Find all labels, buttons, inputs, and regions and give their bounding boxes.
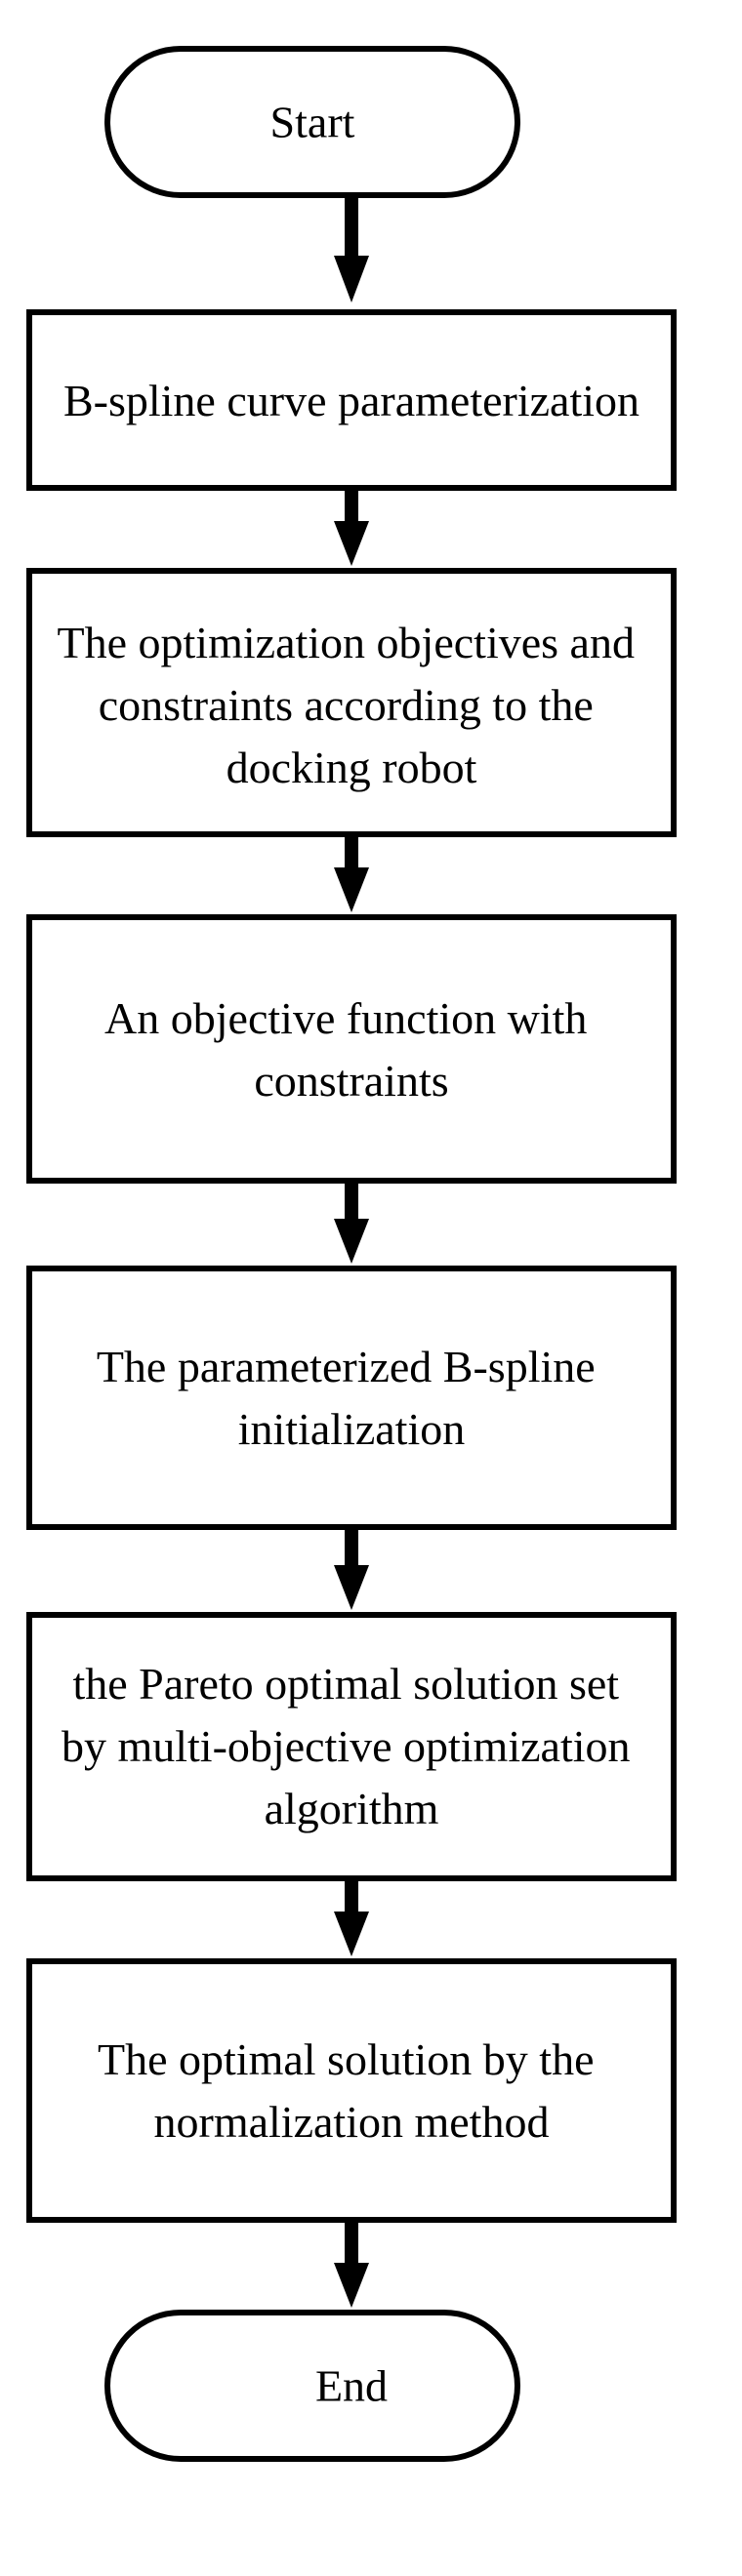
step-3-label: An objective function with constraints: [104, 993, 598, 1106]
arrow-step-3-to-step-4: [334, 1181, 369, 1264]
start-terminal: Start: [104, 46, 520, 198]
arrow-step-1-to-step-2: [334, 488, 369, 566]
process-step-3: An objective function with constraints: [26, 914, 677, 1184]
step-4-label: The parameterized B-spline initializatio…: [97, 1342, 606, 1454]
arrow-step-4-to-step-5: [334, 1527, 369, 1610]
process-step-5: the Pareto optimal solution set by multi…: [26, 1612, 677, 1881]
process-step-6: The optimal solution by the normalizatio…: [26, 1958, 677, 2223]
process-step-1: B-spline curve parameterization: [26, 309, 677, 491]
end-label: End: [315, 2361, 388, 2411]
start-label: Start: [270, 98, 355, 147]
process-step-4: The parameterized B-spline initializatio…: [26, 1266, 677, 1530]
arrow-step-2-to-step-3: [334, 834, 369, 912]
step-6-label: The optimal solution by the normalizatio…: [98, 2034, 605, 2147]
arrow-start-to-step-1: [334, 195, 369, 302]
end-terminal: End: [104, 2310, 520, 2462]
step-1-label: B-spline curve parameterization: [63, 376, 639, 425]
arrow-step-5-to-step-6: [334, 1878, 369, 1956]
step-2-label: The optimization objectives and constrai…: [58, 618, 646, 792]
step-5-label: the Pareto optimal solution set by multi…: [62, 1659, 641, 1833]
process-step-2: The optimization objectives and constrai…: [26, 568, 677, 837]
arrow-step-6-to-end: [334, 2220, 369, 2308]
